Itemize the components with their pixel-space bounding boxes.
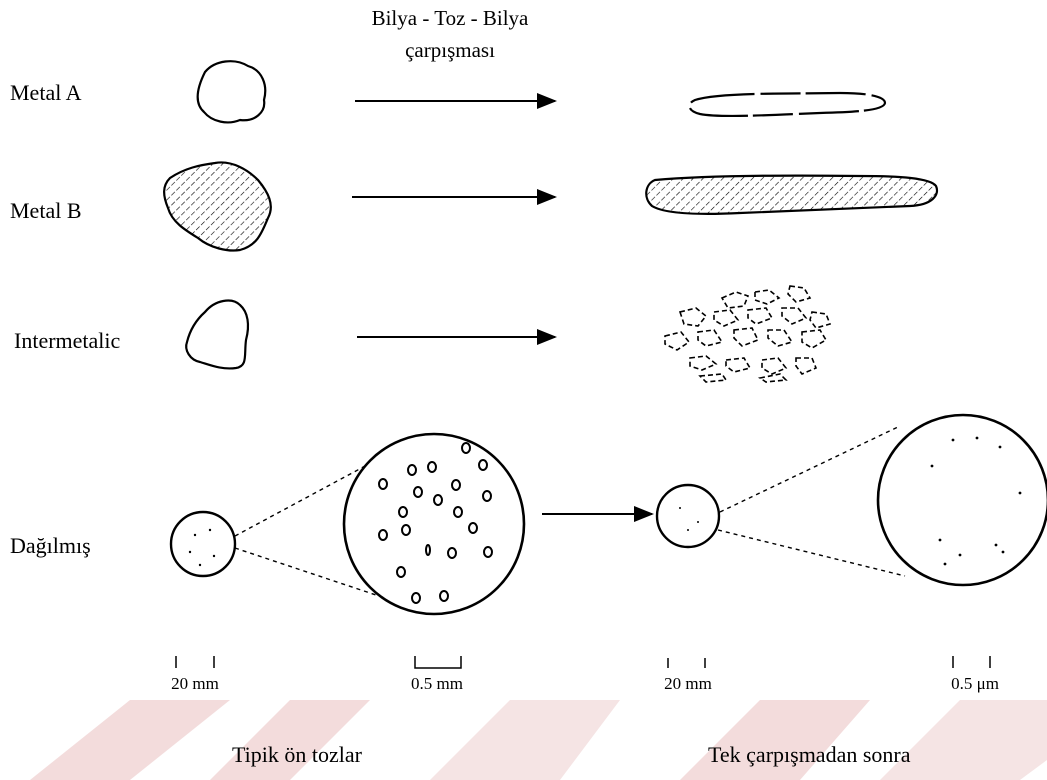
fragment xyxy=(690,356,716,370)
fragment xyxy=(802,330,826,348)
fragment xyxy=(680,308,706,326)
fragment xyxy=(788,286,810,302)
after-zoom-line-bottom xyxy=(718,530,905,576)
footer-right: Tek çarpışmadan sonra xyxy=(708,742,911,768)
fragment xyxy=(700,374,726,382)
intermetalic-particle xyxy=(186,301,248,369)
footer-left: Tipik ön tozlar xyxy=(232,742,362,768)
scale-bar-2 xyxy=(415,656,461,668)
dispersed-large-particle xyxy=(344,434,524,614)
metal-a-particle xyxy=(198,61,265,122)
fragment xyxy=(722,292,748,308)
fragment xyxy=(714,310,738,326)
after-small-dots xyxy=(679,507,699,531)
scale-label-4: 0.5 μm xyxy=(920,675,1030,693)
scale-bar-4 xyxy=(953,656,990,668)
fragment xyxy=(796,358,816,374)
fragment xyxy=(760,374,786,382)
intermetalic-fragments xyxy=(665,286,830,382)
metal-a-flattened xyxy=(689,93,885,116)
fragment xyxy=(768,330,792,346)
after-small-particle xyxy=(657,485,719,547)
fragment xyxy=(762,358,786,374)
scale-label-1: 20 mm xyxy=(140,675,250,693)
scale-bar-3 xyxy=(668,658,705,668)
dispersed-small-dots xyxy=(189,529,215,566)
fragment xyxy=(810,312,830,328)
zoom-line-bottom xyxy=(235,548,385,598)
fragment xyxy=(755,290,779,304)
fragment xyxy=(782,308,806,324)
metal-b-particle xyxy=(164,162,271,250)
fragment xyxy=(665,332,689,350)
scale-label-3: 20 mm xyxy=(633,675,743,693)
scale-label-2: 0.5 mm xyxy=(382,675,492,693)
scale-bar-1 xyxy=(176,656,214,668)
after-large-dots xyxy=(931,437,1022,566)
fragment xyxy=(734,328,758,346)
fragment xyxy=(698,330,722,346)
metal-b-flattened xyxy=(646,176,937,214)
dispersed-large-inclusions xyxy=(379,443,492,603)
fragment xyxy=(726,358,750,372)
fragment xyxy=(748,308,772,324)
after-large-particle xyxy=(878,415,1047,585)
dispersed-small-particle xyxy=(171,512,235,576)
scale-bars xyxy=(176,656,990,668)
after-zoom-line-top xyxy=(720,426,900,512)
